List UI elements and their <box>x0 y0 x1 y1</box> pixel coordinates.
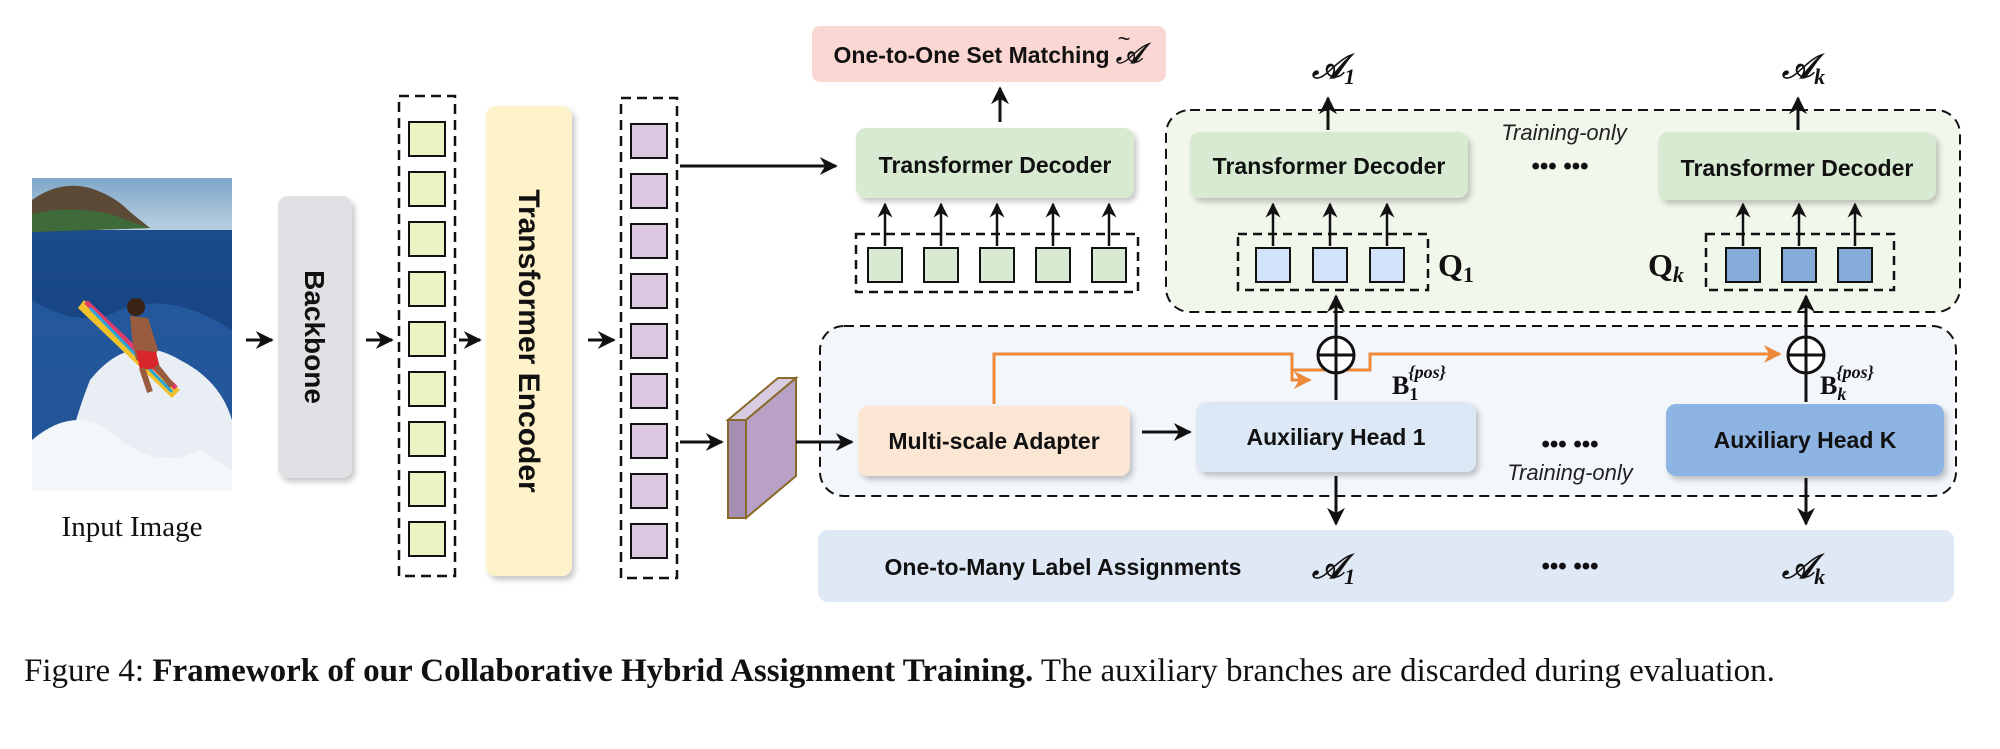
feature-column-green <box>397 94 457 578</box>
feature-token <box>408 321 446 357</box>
feature-token <box>408 421 446 457</box>
main-transformer-decoder <box>856 128 1134 198</box>
ellipsis-bottom: ••• ••• <box>1541 553 1598 580</box>
multi-scale-adapter-label: Multi-scale Adapter <box>888 428 1099 454</box>
backbone-label: Backbone <box>299 270 330 404</box>
caption-rest: The auxiliary branches are discarded dur… <box>1033 653 1775 689</box>
feature-pyramid-icon <box>725 375 799 521</box>
query-token <box>1312 247 1348 283</box>
feature-token <box>408 171 446 207</box>
framework-diagram: Input Image Backbone Transformer Encoder <box>32 26 1961 602</box>
feature-token <box>408 521 446 557</box>
query-token <box>1725 247 1761 283</box>
feature-token <box>630 423 668 459</box>
query-token <box>979 247 1015 283</box>
qk-queries <box>1725 202 1873 283</box>
transformer-encoder-block <box>486 106 572 576</box>
query-token <box>1781 247 1817 283</box>
multi-scale-adapter <box>858 406 1130 476</box>
aux-transformer-decoder-k-label: Transformer Decoder <box>1681 155 1914 181</box>
one-to-one-label: One-to-One Set Matching 𝒜 <box>834 38 1152 69</box>
aux-transformer-decoder-k <box>1658 132 1936 200</box>
query-token <box>1837 247 1873 283</box>
aux-transformer-decoder-1 <box>1190 132 1468 198</box>
auxiliary-head-k <box>1666 404 1944 476</box>
transformer-encoder-label: Transformer Encoder <box>512 189 545 493</box>
feature-token <box>630 123 668 159</box>
input-image-label: Input Image <box>62 511 203 543</box>
one-to-one-tilde: ~ <box>1118 26 1131 51</box>
one-to-many-box <box>818 530 1954 602</box>
ellipsis-top: ••• ••• <box>1531 153 1588 180</box>
query-token <box>867 247 903 283</box>
input-image <box>32 178 232 491</box>
feature-token <box>408 371 446 407</box>
feature-token <box>630 373 668 409</box>
query-token <box>1369 247 1405 283</box>
figure-caption: Figure 4: Framework of our Collaborative… <box>24 648 1974 694</box>
backbone-block <box>278 196 352 478</box>
bk-pos-label: Bk{pos} <box>1820 362 1875 404</box>
feature-token <box>630 473 668 509</box>
training-only-label-bottom: Training-only <box>1507 460 1635 485</box>
feature-token <box>630 523 668 559</box>
a1-top-label: 𝒜1 <box>1311 49 1355 89</box>
query-token <box>923 247 959 283</box>
training-only-label-top: Training-only <box>1501 120 1629 145</box>
q1-queries <box>1255 202 1405 283</box>
ak-top-label: 𝒜k <box>1781 49 1825 89</box>
query-token <box>1255 247 1291 283</box>
main-queries <box>867 202 1127 283</box>
feature-tokens-green <box>408 121 446 557</box>
auxiliary-head-1-label: Auxiliary Head 1 <box>1247 424 1426 450</box>
query-token <box>1091 247 1127 283</box>
feature-tokens-purple <box>630 123 668 559</box>
ellipsis-middle: ••• ••• <box>1541 431 1598 458</box>
qk-label: Qk <box>1648 247 1684 287</box>
orange-pos-arrow-1 <box>992 352 1312 404</box>
auxiliary-head-k-label: Auxiliary Head K <box>1714 427 1897 453</box>
feature-token <box>630 323 668 359</box>
q1-query-group <box>1236 232 1430 292</box>
main-transformer-decoder-label: Transformer Decoder <box>879 152 1112 178</box>
feature-token <box>630 273 668 309</box>
feature-token <box>408 121 446 157</box>
one-to-one-box <box>812 26 1166 82</box>
b1-pos-label: B1{pos} <box>1392 362 1447 404</box>
feature-token <box>408 271 446 307</box>
feature-token <box>630 223 668 259</box>
feature-token <box>630 173 668 209</box>
feature-token <box>408 471 446 507</box>
q1-label: Q1 <box>1438 247 1474 287</box>
one-to-many-label: One-to-Many Label Assignments <box>885 554 1242 580</box>
feature-column-purple <box>619 96 679 580</box>
query-token <box>1035 247 1071 283</box>
auxiliary-head-1 <box>1196 402 1476 472</box>
aux-transformer-decoder-1-label: Transformer Decoder <box>1213 153 1446 179</box>
feature-token <box>408 221 446 257</box>
a1-bottom-label: 𝒜1 <box>1311 549 1355 589</box>
caption-prefix: Figure 4: <box>24 653 153 689</box>
caption-bold: Framework of our Collaborative Hybrid As… <box>152 653 1034 689</box>
